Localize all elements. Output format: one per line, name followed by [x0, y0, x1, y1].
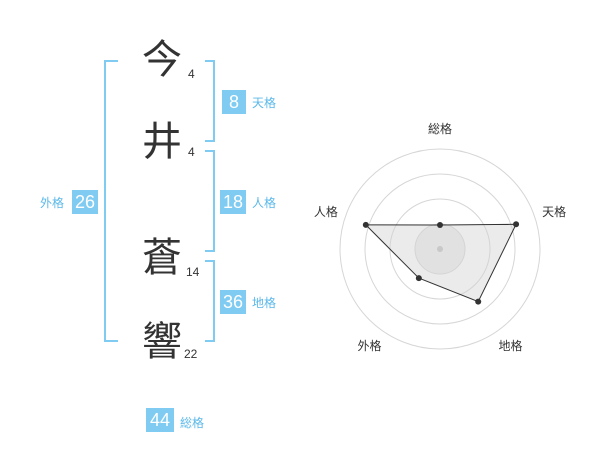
soukaku-label: 総格: [180, 416, 205, 430]
radar-axis-label-5: 人格: [314, 204, 338, 219]
tenkaku-badge: 8: [222, 90, 246, 114]
stroke-count-4: 22: [184, 347, 198, 361]
jinkaku-bracket: [205, 150, 215, 252]
gaikaku-bracket: [104, 60, 118, 342]
gaikaku-badge: 26: [72, 190, 98, 214]
radar-point-3: [475, 298, 482, 305]
radar-point-4: [415, 275, 422, 282]
radar-axis-label-3: 地格: [499, 338, 523, 353]
radar-ring-4: [339, 148, 541, 350]
radar-center-dot: [437, 246, 443, 252]
tenkaku-label: 天格: [252, 96, 277, 110]
radar-point-1: [437, 222, 443, 228]
name-char-1: 今: [142, 37, 182, 83]
radar-data-polygon: [364, 223, 517, 303]
name-char-3: 蒼: [142, 235, 182, 281]
radar-axis-label-4: 外格: [357, 338, 381, 353]
soukaku-badge: 44: [146, 408, 174, 432]
stroke-count-2: 4: [188, 145, 195, 159]
chikaku-label: 地格: [252, 296, 277, 310]
radar-ring-3: [364, 173, 516, 325]
gaikaku-label: 外格: [40, 196, 65, 210]
stroke-count-1: 4: [188, 67, 195, 81]
chikaku-badge: 36: [220, 290, 246, 314]
chikaku-bracket: [205, 260, 215, 342]
radar-point-5: [362, 221, 369, 228]
jinkaku-badge: 18: [220, 190, 246, 214]
name-char-4: 響: [142, 319, 182, 365]
radar-axis-label-2: 天格: [542, 204, 566, 219]
jinkaku-label: 人格: [252, 196, 277, 210]
radar-axis-label-1: 総格: [428, 121, 452, 136]
stroke-count-3: 14: [186, 265, 200, 279]
radar-point-2: [513, 221, 520, 228]
tenkaku-bracket: [205, 60, 215, 142]
name-char-2: 井: [142, 119, 182, 165]
